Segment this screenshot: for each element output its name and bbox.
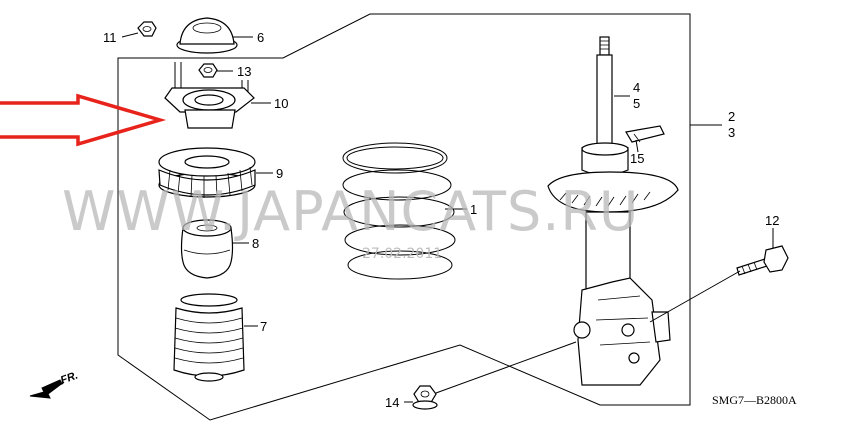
part-10-upper-mount (164, 62, 255, 129)
front-arrow-icon (29, 379, 65, 399)
callout-2: 2 (728, 109, 735, 124)
callout-13: 13 (237, 64, 251, 79)
part-2-3-strut-assembly (547, 36, 679, 386)
callout-7: 7 (260, 319, 267, 334)
part-9-spring-seat (158, 147, 256, 198)
callout-6: 6 (257, 30, 264, 45)
callout-14: 14 (385, 395, 399, 410)
callout-10: 10 (274, 96, 288, 111)
part-8-bump-stop (180, 219, 234, 279)
callout-11: 11 (103, 30, 117, 45)
part-13-nut (198, 63, 218, 78)
callout-9: 9 (276, 166, 283, 181)
watermark: WWW.JAPANCATS.RU (62, 180, 639, 243)
assembly-boundary (117, 13, 691, 421)
callout-4: 4 (633, 80, 640, 95)
pointer-arrow-icon (0, 93, 167, 147)
callout-12: 12 (765, 213, 779, 228)
part-7-dust-boot (173, 293, 245, 382)
callout-5: 5 (633, 96, 640, 111)
front-direction-label: FR. (59, 369, 80, 386)
callout-3: 3 (728, 125, 735, 140)
callout-1: 1 (470, 202, 477, 217)
part-6-top-cap (176, 17, 238, 54)
part-1-coil-spring (342, 142, 456, 280)
part-15-clip (625, 125, 665, 143)
leader-lines (121, 32, 774, 403)
callout-8: 8 (252, 236, 259, 251)
diagram-code: SMG7—B2800A (712, 393, 797, 407)
part-12-bolt (736, 245, 789, 276)
callout-15: 15 (630, 151, 644, 166)
date-stamp: 27.02.2011 (362, 246, 442, 262)
front-direction-indicator: FR. (29, 369, 80, 399)
part-11-nut (137, 21, 157, 37)
part-14-flange-nut (412, 385, 438, 410)
